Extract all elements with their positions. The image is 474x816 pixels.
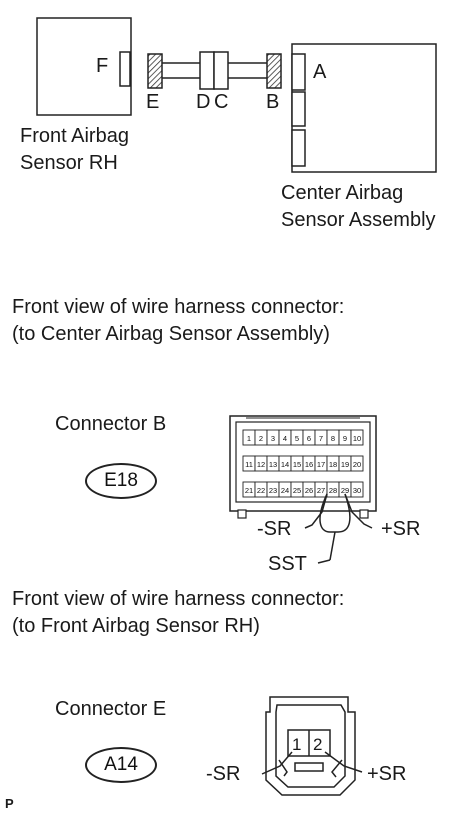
connector-f-label: F [96, 55, 109, 77]
connector-e-shape [147, 53, 163, 89]
pin-number: 7 [319, 434, 323, 443]
center-airbag-sensor-label-1: Center Airbag [281, 182, 404, 204]
pin-number: 5 [295, 434, 299, 443]
section1-heading-line1: Front view of wire harness connector: [12, 296, 345, 318]
section2-heading-line2: (to Front Airbag Sensor RH) [12, 615, 260, 637]
connector-f-shape [119, 51, 131, 87]
pin-number: 13 [269, 460, 277, 469]
pin-number: 29 [341, 486, 349, 495]
pin-cell [350, 455, 364, 472]
front-airbag-sensor-label-2: Sensor RH [20, 152, 118, 174]
pin-2-label: 2 [313, 735, 323, 754]
sst-label: SST [268, 553, 307, 575]
pin-number: 3 [271, 434, 275, 443]
connector-d-label: D [196, 91, 211, 113]
pin-number: 28 [329, 486, 337, 495]
pin-number: 23 [269, 486, 277, 495]
pin-number: 6 [307, 434, 311, 443]
connector-e-title: Connector E [55, 698, 167, 720]
pin-number: 15 [293, 460, 301, 469]
plus-sr-label-e: +SR [367, 763, 407, 785]
pin-number: 1 [247, 434, 251, 443]
sst-probe-lines [304, 493, 373, 564]
section1-heading-line2: (to Center Airbag Sensor Assembly) [12, 323, 330, 345]
pin-number: 25 [293, 486, 301, 495]
wire-harness [147, 51, 282, 90]
connector-b-code-oval: E18 [85, 463, 157, 499]
pin-number: 12 [257, 460, 265, 469]
connector-e-code-oval: A14 [85, 747, 157, 783]
pin-number: 24 [281, 486, 289, 495]
plus-sr-label-b: +SR [381, 518, 421, 540]
pin-number: 27 [317, 486, 325, 495]
connector-a3-shape [291, 129, 306, 167]
section2-heading-line1: Front view of wire harness connector: [12, 588, 345, 610]
pin-number: 2 [259, 434, 263, 443]
pin-cell [350, 481, 364, 498]
pin-number: 20 [353, 460, 361, 469]
pin-number: 10 [353, 434, 361, 443]
pin-number: 4 [283, 434, 287, 443]
pin-number: 21 [245, 486, 253, 495]
connector-a-label: A [313, 61, 327, 83]
connector-c-label: C [214, 91, 229, 113]
connector-e-label: E [146, 91, 160, 113]
center-airbag-sensor-box [291, 43, 437, 173]
pin-number: 30 [353, 486, 361, 495]
sst-probe-lines-e [261, 751, 363, 775]
connector-b-label: B [266, 91, 280, 113]
connector-a2-shape [291, 91, 306, 127]
pin-number: 9 [343, 434, 347, 443]
pin-cell [350, 429, 364, 446]
connector-a-shape [291, 53, 306, 91]
pin-number: 18 [329, 460, 337, 469]
connector-e-code: A14 [104, 754, 138, 775]
pin-number: 22 [257, 486, 265, 495]
pin-number: 17 [317, 460, 325, 469]
pin-1-label: 1 [292, 735, 302, 754]
pin-number: 19 [341, 460, 349, 469]
connector-b-shape [266, 53, 282, 89]
corner-mark: P [5, 796, 14, 811]
front-airbag-sensor-label-1: Front Airbag [20, 125, 129, 147]
pin-number: 11 [245, 460, 253, 469]
front-airbag-sensor-box [36, 17, 132, 116]
minus-sr-label-e: -SR [206, 763, 241, 785]
pin-number: 14 [281, 460, 289, 469]
connector-d-shape [199, 51, 215, 90]
minus-sr-label-b: -SR [257, 518, 292, 540]
pin-number: 16 [305, 460, 313, 469]
center-airbag-sensor-label-2: Sensor Assembly [281, 209, 436, 231]
pin-number: 26 [305, 486, 313, 495]
connector-b-title: Connector B [55, 413, 167, 435]
connector-b-code: E18 [104, 470, 138, 491]
connector-e-face [265, 696, 356, 796]
pin-number: 8 [331, 434, 335, 443]
connector-c-shape [213, 51, 229, 90]
